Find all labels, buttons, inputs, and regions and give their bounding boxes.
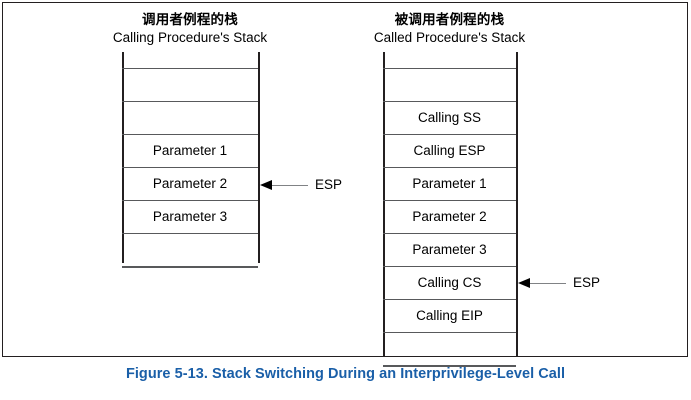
calling-stack-esp-pointer: ESP (260, 178, 342, 192)
stack-cell: Calling CS (383, 266, 516, 299)
stack-cell: Parameter 2 (383, 200, 516, 233)
called-stack-titles: 被调用者例程的栈 Called Procedure's Stack (374, 11, 525, 47)
stack-cell: Parameter 2 (122, 167, 258, 200)
calling-stack-left-rail (122, 52, 124, 263)
stack-cell-label: Calling CS (417, 275, 482, 291)
stack-cell: Calling SS (383, 101, 516, 134)
arrow-left-icon (260, 180, 272, 190)
esp-label: ESP (315, 177, 343, 193)
stack-cell (383, 332, 516, 365)
stack-cell (122, 101, 258, 134)
calling-stack-title-cn: 调用者例程的栈 (142, 12, 238, 27)
stack-cell: Calling ESP (383, 134, 516, 167)
arrow-left-icon (518, 278, 530, 288)
stack-cell-label: Calling SS (417, 110, 482, 126)
stack-cell: Parameter 1 (122, 134, 258, 167)
called-stack-title-en: Called Procedure's Stack (373, 30, 526, 45)
stack-cell: Parameter 1 (383, 167, 516, 200)
stack-cell: Calling EIP (383, 299, 516, 332)
stack-cell-label: Parameter 3 (412, 242, 487, 258)
stack-cell-label: Parameter 1 (152, 143, 228, 159)
calling-stack-box: Parameter 1 Parameter 2 Parameter 3 (122, 52, 260, 268)
stack-cell (122, 233, 258, 266)
called-stack-right-rail (516, 52, 518, 356)
arrow-shaft (530, 282, 566, 284)
stack-cell-label: Parameter 2 (412, 209, 487, 225)
called-stack-esp-pointer: ESP (518, 276, 600, 290)
stack-cell (122, 68, 258, 101)
called-stack-rows: Calling SS Calling ESP Parameter 1 Param… (383, 68, 516, 367)
called-stack-left-rail (383, 52, 385, 356)
stack-cell-label: Calling ESP (413, 143, 486, 159)
stack-cell-label: Parameter 1 (412, 176, 487, 192)
called-stack-title-cn: 被调用者例程的栈 (394, 12, 505, 27)
calling-stack-titles: 调用者例程的栈 Calling Procedure's Stack (113, 11, 267, 47)
figure-frame (2, 2, 688, 357)
stack-cell-label: Parameter 3 (152, 209, 228, 225)
esp-label: ESP (573, 275, 601, 291)
calling-stack-title-en: Calling Procedure's Stack (112, 30, 268, 45)
called-stack-box: Calling SS Calling ESP Parameter 1 Param… (383, 52, 518, 367)
stack-cell (383, 365, 516, 367)
stack-cell (122, 266, 258, 268)
stack-cell: Parameter 3 (383, 233, 516, 266)
figure-caption: Figure 5-13. Stack Switching During an I… (125, 366, 566, 382)
calling-stack-right-rail (258, 52, 260, 263)
calling-stack-rows: Parameter 1 Parameter 2 Parameter 3 (122, 68, 258, 268)
stack-cell-label: Calling EIP (416, 308, 483, 324)
stack-cell-label: Parameter 2 (152, 176, 228, 192)
stack-cell (383, 68, 516, 101)
arrow-shaft (272, 184, 308, 186)
stack-cell: Parameter 3 (122, 200, 258, 233)
